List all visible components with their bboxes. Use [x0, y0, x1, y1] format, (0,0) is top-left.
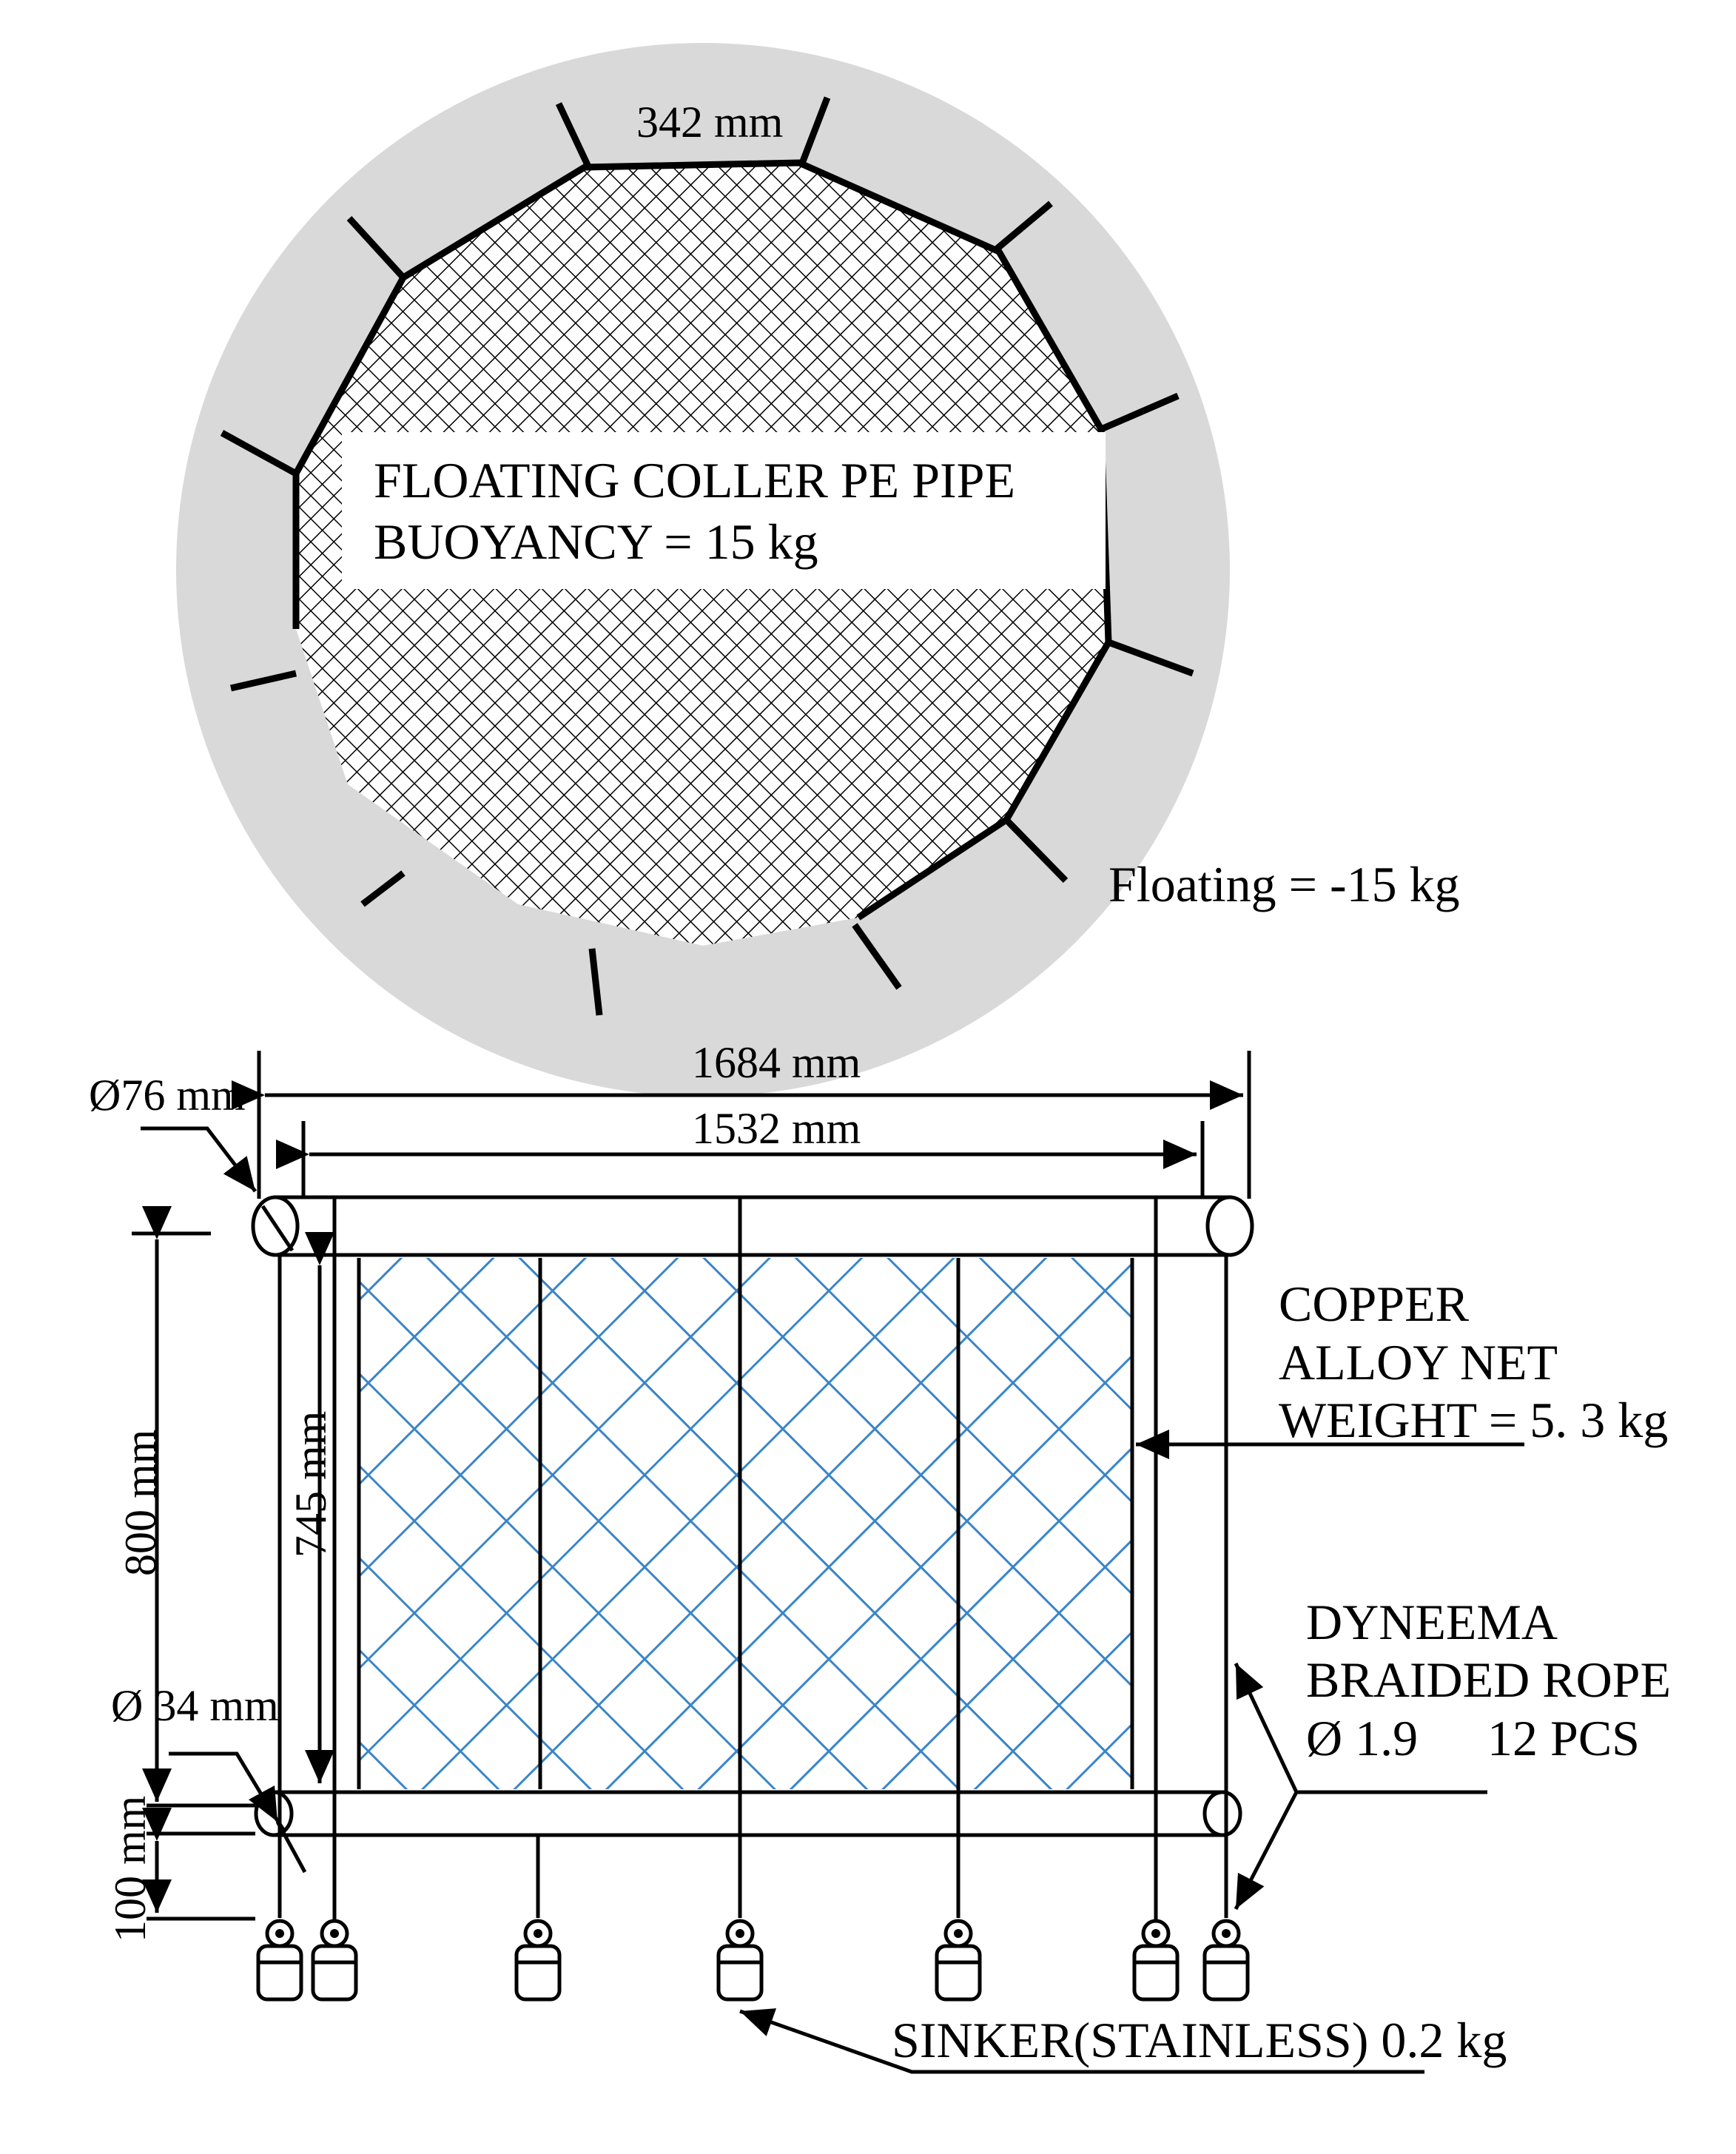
collar-label-box [342, 432, 1106, 589]
top-view: FLOATING COLLER PE PIPE BUOYANCY = 15 kg… [176, 43, 1460, 1097]
rope-label-line-1: DYNEEMA [1306, 1594, 1558, 1650]
sinker [311, 1919, 358, 2002]
net-height-label: 745 mm [286, 1411, 335, 1558]
inner-width-dimension: 1532 mm [276, 1104, 1205, 1199]
sinkers [256, 1919, 1250, 2002]
rope-callout: DYNEEMA BRAIDED ROPE Ø 1.9 12 PCS [1234, 1594, 1671, 1911]
sinker [716, 1919, 764, 2002]
bottom-pipe-diameter-label: Ø 34 mm [111, 1681, 279, 1730]
rope-label-line-4: 12 PCS [1487, 1710, 1640, 1766]
outer-width-label: 1684 mm [692, 1038, 861, 1087]
total-height-dimension: 800 mm [116, 1206, 211, 1802]
bottom-pipe [254, 1790, 1242, 1837]
rope-label-line-3: Ø 1.9 [1306, 1710, 1418, 1766]
top-pipe-diameter-label: Ø76 mm [89, 1071, 246, 1120]
sinker [1202, 1919, 1250, 2002]
side-length-label: 342 mm [636, 98, 783, 147]
sinker-label: SINKER(STAINLESS) 0.2 kg [892, 2012, 1507, 2068]
top-pipe [251, 1195, 1254, 1257]
net-label-line-2: ALLOY NET [1279, 1334, 1558, 1390]
outer-width-dimension: 1684 mm [232, 1038, 1251, 1199]
collar-buoyancy: BUOYANCY = 15 kg [374, 514, 818, 570]
sinker-drop-label: 100 mm [106, 1796, 155, 1942]
rope-label-line-2: BRAIDED ROPE [1306, 1652, 1671, 1708]
sinker-drop-dimension: 100 mm [106, 1796, 255, 1942]
sinker [256, 1919, 303, 2002]
floating-label: Floating = -15 kg [1108, 856, 1460, 912]
sinker [1132, 1919, 1180, 2002]
total-height-label: 800 mm [116, 1430, 165, 1576]
net-label-line-3: WEIGHT = 5. 3 kg [1279, 1392, 1668, 1448]
inner-width-label: 1532 mm [692, 1104, 861, 1153]
bracket-ticks [220, 96, 1194, 1016]
net-height-dimension: 745 mm [286, 1232, 335, 1783]
copper-net [357, 1258, 1134, 1789]
net-label-line-1: COPPER [1279, 1276, 1470, 1332]
net-callout: COPPER ALLOY NET WEIGHT = 5. 3 kg [1136, 1276, 1668, 1459]
bottom-pipe-diameter: Ø 34 mm [111, 1681, 307, 1874]
sinker-callout: SINKER(STAINLESS) 0.2 kg [739, 2008, 1507, 2074]
sinker [514, 1919, 562, 2002]
rope-lines [277, 1197, 1228, 1919]
collar-edge [292, 159, 1112, 921]
sinker [935, 1919, 982, 2002]
collar-title: FLOATING COLLER PE PIPE [374, 452, 1015, 508]
side-view: 1684 mm 1532 mm Ø76 mm [89, 1038, 1671, 2074]
